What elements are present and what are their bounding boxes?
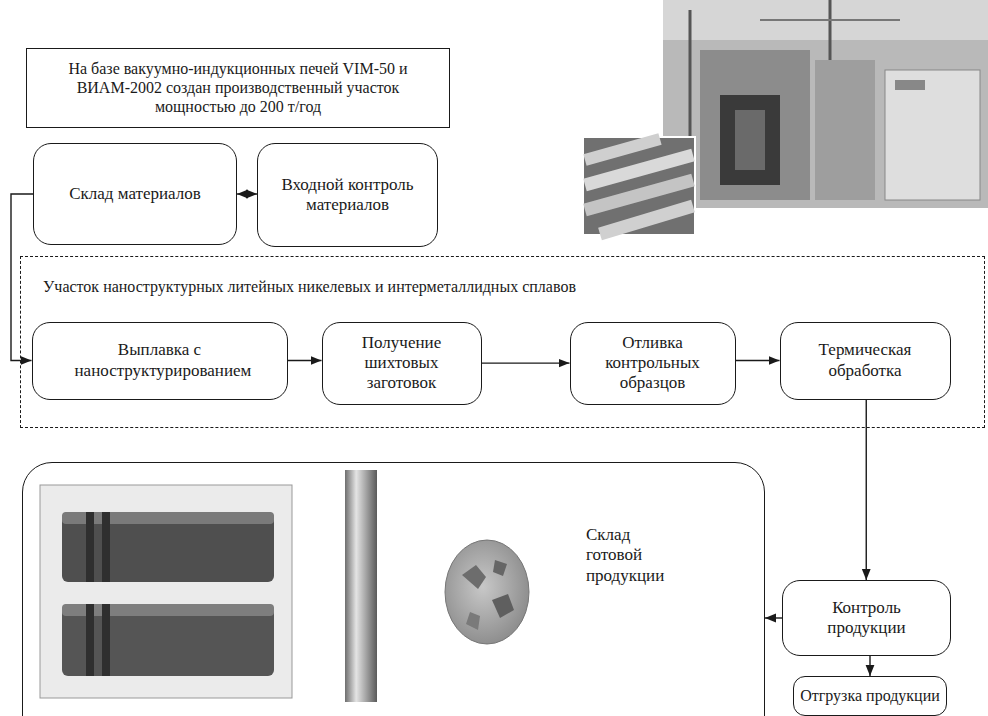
flow-arrow: [866, 400, 867, 581]
box-label: Отгрузка продукции: [800, 686, 940, 705]
process-box: Контроль продукции: [782, 580, 951, 656]
process-box: Отливка контрольных образцов: [570, 322, 736, 405]
process-box: Отгрузка продукции: [793, 676, 947, 716]
box-label: Отливка контрольных образцов: [579, 333, 727, 394]
rod-photo: [345, 470, 377, 702]
process-box: Входной контроль материалов: [257, 143, 438, 247]
box-label: Термическая обработка: [789, 340, 942, 381]
flow-arrow: [736, 360, 780, 361]
box-label: Склад материалов: [69, 184, 201, 204]
box-label: Входной контроль материалов: [268, 175, 427, 216]
process-box: Термическая обработка: [780, 322, 951, 400]
dashed-region: Участок наноструктурных литейных никелев…: [20, 256, 985, 428]
flow-arrow: [288, 360, 322, 361]
flow-arrow: [869, 656, 870, 676]
flow-arrow: [237, 193, 257, 194]
process-box: Склад материалов: [33, 143, 237, 245]
group-heading: Склад готовой продукции: [586, 525, 676, 586]
flow-arrow: [765, 617, 782, 618]
box-label: На базе вакуумно-индукционных печей VIM-…: [35, 59, 441, 117]
warehouse-panel: Склад готовой продукции: [22, 462, 765, 716]
furnace-photo: [663, 0, 988, 208]
flow-arrow: [11, 194, 33, 361]
header-box: На базе вакуумно-индукционных печей VIM-…: [26, 48, 450, 128]
rods-photo: [583, 137, 695, 235]
process-box: Выплавка с наноструктурированием: [32, 322, 288, 400]
macrostructure-photo: [445, 540, 529, 644]
box-label: Контроль продукции: [791, 598, 942, 639]
castings-photo: [40, 485, 292, 698]
flow-arrow: [482, 362, 570, 363]
group-heading: Участок наноструктурных литейных никелев…: [43, 277, 943, 296]
process-box: Получение шихтовых заготовок: [322, 322, 482, 405]
box-label: Выплавка с наноструктурированием: [75, 340, 245, 381]
box-label: Получение шихтовых заготовок: [331, 333, 473, 394]
